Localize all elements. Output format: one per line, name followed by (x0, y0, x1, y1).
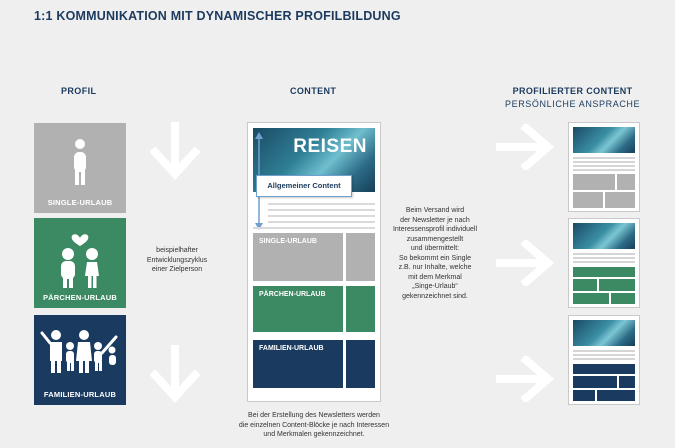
text-line (268, 203, 375, 205)
thumbnail-block (573, 376, 617, 388)
arrow-down-icon (150, 122, 200, 180)
thumbnail-hero-image (573, 127, 635, 153)
text-line (268, 221, 375, 223)
thumbnail-block (573, 279, 597, 291)
profiled-newsletter-single (568, 122, 640, 212)
thumbnail-block (573, 293, 609, 304)
arrow-right-icon (496, 240, 555, 286)
column-heading-profiled-title: PROFILIERTER CONTENT (512, 86, 633, 96)
content-block-familie: FAMILIEN-URLAUB (253, 340, 343, 388)
content-block-paerchen-side (346, 286, 375, 332)
text-line (573, 157, 635, 159)
profiled-newsletter-familie (568, 315, 640, 405)
arrow-down-icon (150, 345, 200, 403)
thumbnail-block (597, 390, 635, 401)
text-line (573, 261, 635, 263)
column-heading-profiled: PROFILIERTER CONTENT PERSÖNLICHE ANSPRAC… (505, 86, 640, 109)
text-line (573, 253, 635, 255)
text-line (573, 169, 635, 171)
newsletter-document: REISEN Allgemeiner Content SINGLE-URLAUB… (247, 122, 381, 402)
content-block-label: FAMILIEN-URLAUB (259, 345, 324, 352)
column-heading-content: CONTENT (290, 86, 337, 96)
couple-heart-icon (61, 234, 99, 288)
text-line (573, 257, 635, 259)
profiled-newsletter-paerchen (568, 218, 640, 308)
column-heading-profil: PROFIL (61, 86, 97, 96)
content-block-single: SINGLE-URLAUB (253, 233, 343, 281)
family-icon (40, 330, 118, 373)
single-person-icon (74, 139, 86, 185)
text-line (573, 358, 635, 360)
text-line (573, 165, 635, 167)
thumbnail-hero-image (573, 320, 635, 346)
page-title: 1:1 KOMMUNIKATION MIT DYNAMISCHER PROFIL… (34, 9, 401, 23)
lifecycle-note: beispielhafter Entwicklungszyklus einer … (146, 247, 208, 273)
arrow-right-icon (496, 356, 555, 402)
text-line (268, 215, 375, 217)
profile-familie: FAMILIEN-URLAUB (34, 315, 126, 405)
general-content-label: Allgemeiner Content (256, 175, 352, 197)
thumbnail-block (599, 279, 635, 291)
profile-paerchen: PÄRCHEN-URLAUB (34, 218, 126, 308)
newsletter-hero-title: REISEN (293, 136, 367, 157)
thumbnail-block (573, 364, 635, 374)
creation-note: Bei der Erstellung des Newsletters werde… (238, 412, 390, 438)
content-block-label: SINGLE-URLAUB (259, 238, 317, 245)
text-line (268, 209, 375, 211)
text-line (573, 161, 635, 163)
text-line (573, 350, 635, 352)
thumbnail-block (573, 174, 615, 190)
dispatch-note: Beim Versand wird der Newsletter je nach… (392, 207, 478, 300)
content-block-label: PÄRCHEN-URLAUB (259, 291, 326, 298)
thumbnail-hero-image (573, 223, 635, 249)
text-line (253, 227, 375, 229)
text-line (573, 354, 635, 356)
thumbnail-block (619, 376, 635, 388)
thumbnail-block (617, 174, 635, 190)
content-block-paerchen: PÄRCHEN-URLAUB (253, 286, 343, 332)
thumbnail-block (573, 267, 635, 277)
profile-label: PÄRCHEN-URLAUB (42, 293, 118, 302)
profile-single: SINGLE-URLAUB (34, 123, 126, 213)
column-heading-profiled-subtitle: PERSÖNLICHE ANSPRACHE (505, 99, 641, 109)
thumbnail-block (573, 192, 603, 208)
thumbnail-block (611, 293, 635, 304)
arrow-right-icon (496, 124, 555, 170)
thumbnail-block (573, 390, 595, 401)
profile-label: FAMILIEN-URLAUB (43, 390, 117, 399)
profile-label: SINGLE-URLAUB (47, 198, 113, 207)
content-block-familie-side (346, 340, 375, 388)
content-block-single-side (346, 233, 375, 281)
thumbnail-block (605, 192, 635, 208)
